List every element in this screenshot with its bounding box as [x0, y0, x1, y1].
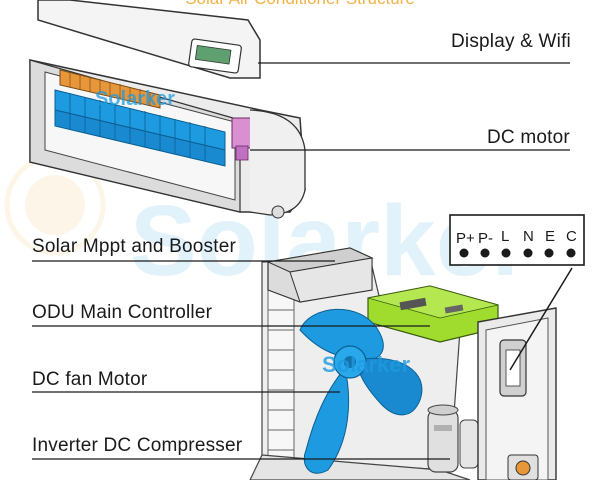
terminal-dot	[544, 248, 554, 258]
terminal-label-e: E	[545, 228, 556, 245]
outdoor-rear-grille	[267, 269, 295, 461]
odu-controller-board	[367, 285, 499, 343]
leader-lines	[32, 62, 570, 460]
label-compressor: Inverter DC Compresser	[32, 435, 243, 456]
terminal-label-p-plus: P+	[456, 230, 475, 247]
terminal-label-c: C	[566, 228, 577, 245]
terminal-block	[449, 214, 585, 371]
terminal-dot	[459, 248, 469, 258]
label-display-wifi: Display & Wifi	[451, 31, 571, 52]
outdoor-fan-blades	[299, 308, 423, 474]
compressor-shape	[427, 404, 479, 473]
terminal-leader-line	[509, 267, 573, 371]
terminal-label-n: N	[523, 228, 534, 245]
indoor-unit: Solarker	[29, 0, 306, 219]
outdoor-side-panel	[477, 307, 557, 480]
watermark-small-top: Solarker	[95, 88, 175, 110]
indoor-cross-flow-fan	[54, 89, 226, 167]
label-dc-motor: DC motor	[487, 127, 570, 148]
terminal-dot	[523, 248, 533, 258]
terminal-label-l: L	[501, 228, 510, 245]
terminal-label-p-minus: P-	[478, 230, 493, 247]
terminal-dot	[566, 248, 576, 258]
diagram-title: Solar Air Conditioner Structure	[0, 0, 600, 9]
solar-mppt-box	[266, 247, 374, 303]
terminal-dot	[480, 248, 490, 258]
label-dc-fan-motor: DC fan Motor	[32, 369, 148, 390]
label-solar-mppt: Solar Mppt and Booster	[32, 236, 237, 257]
label-odu-controller: ODU Main Controller	[32, 302, 213, 323]
watermark-small-bottom: Solarker	[322, 352, 410, 377]
outdoor-unit: Solarker	[249, 247, 557, 480]
indoor-dc-motor	[231, 117, 253, 149]
terminal-dot	[501, 248, 511, 258]
